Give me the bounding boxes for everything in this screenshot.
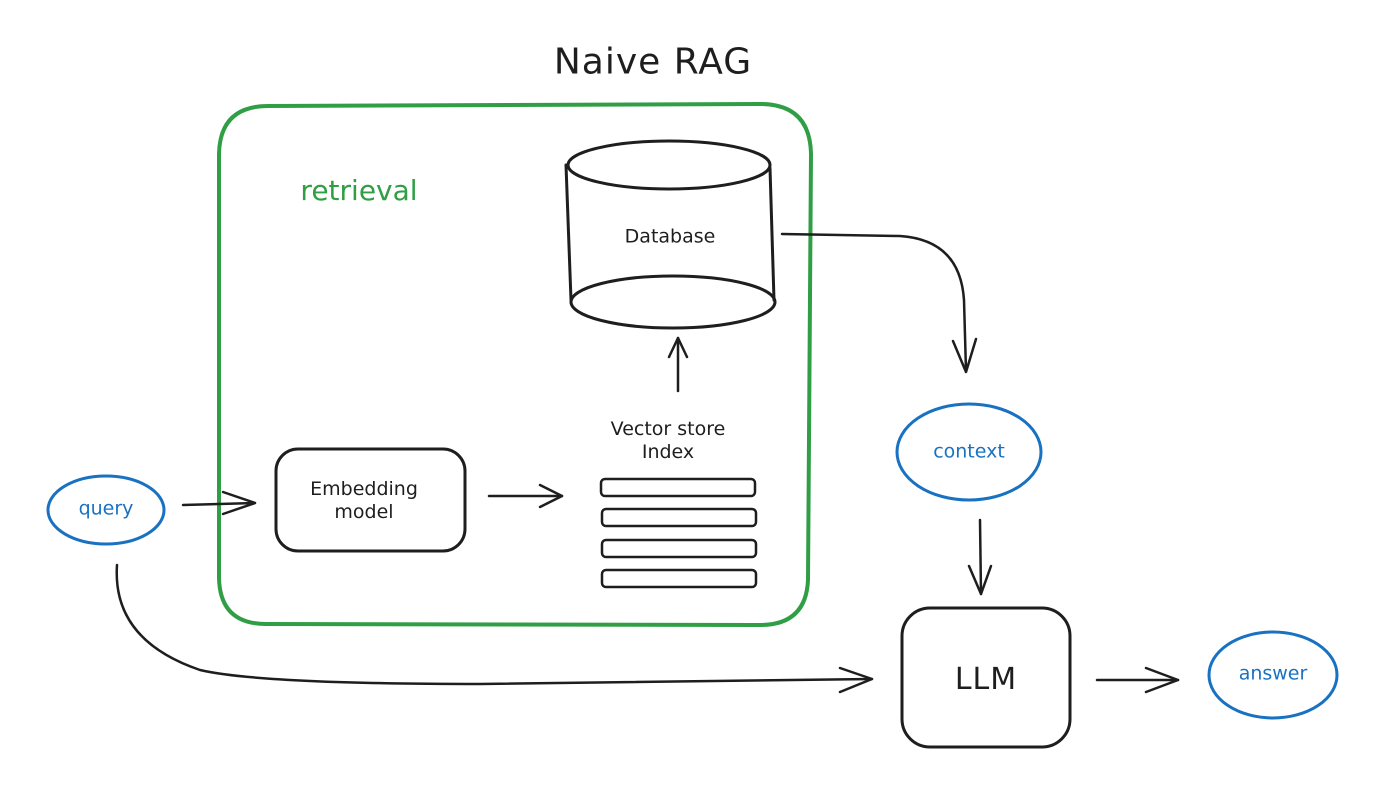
vector-row xyxy=(600,538,758,559)
arrow-query-to-llm xyxy=(115,563,874,694)
query-ellipse xyxy=(46,474,166,546)
retrieval-group-label: retrieval xyxy=(300,174,418,208)
database-bottom-ellipse xyxy=(569,274,777,330)
vector-store-index-node xyxy=(599,477,758,589)
arrow-embedding-to-vectorstore xyxy=(487,483,564,509)
context-ellipse xyxy=(895,402,1043,502)
retrieval-group-box xyxy=(217,102,813,628)
embedding-model-box xyxy=(274,447,467,553)
query-label: query xyxy=(78,497,134,520)
diagram-title: Naive RAG xyxy=(553,41,753,83)
arrow-llm-to-answer xyxy=(1095,666,1180,694)
vector-row xyxy=(600,568,758,589)
arrow-context-to-llm xyxy=(967,518,993,596)
vector-store-label-line1: Vector store xyxy=(610,418,726,441)
context-label: context xyxy=(933,440,1005,463)
answer-ellipse xyxy=(1207,630,1339,720)
database-label: Database xyxy=(624,225,716,248)
database-right-wall xyxy=(768,166,776,302)
answer-label: answer xyxy=(1238,662,1308,685)
arrow-query-to-embedding xyxy=(181,490,257,516)
arrow-database-to-context xyxy=(780,232,978,374)
vector-store-label-line2: Index xyxy=(641,441,695,463)
database-node xyxy=(564,139,777,330)
arrow-vectorstore-to-database xyxy=(667,336,689,393)
embedding-model-label: Embedding model xyxy=(310,478,418,524)
llm-label: LLM xyxy=(954,662,1018,697)
llm-box xyxy=(900,606,1072,749)
embedding-model-label-line2: model xyxy=(334,501,394,523)
vector-row xyxy=(600,507,758,528)
vector-row xyxy=(599,477,757,498)
database-top-ellipse xyxy=(566,139,772,191)
vector-store-label: Vector store Index xyxy=(611,418,726,464)
database-left-wall xyxy=(564,163,573,302)
embedding-model-label-line1: Embedding xyxy=(310,478,418,501)
